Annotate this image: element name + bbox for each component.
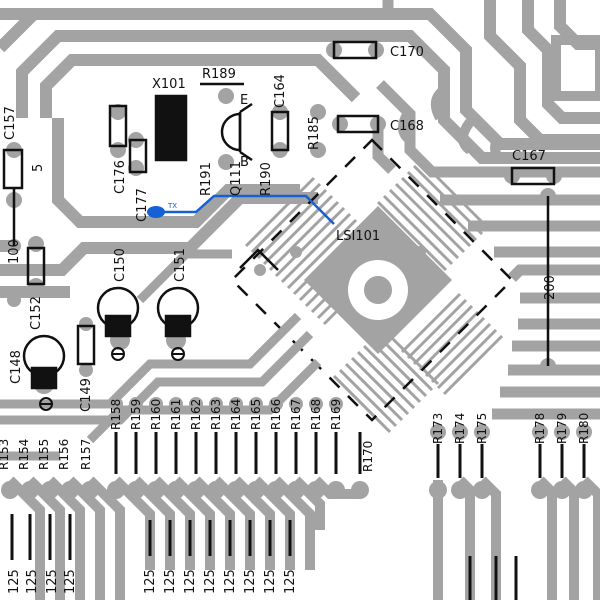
label-c152: C152 bbox=[29, 296, 44, 330]
label-c148: C148 bbox=[9, 350, 24, 384]
label-lsi101: LSI101 bbox=[336, 229, 380, 244]
label-r157: R157 bbox=[79, 439, 93, 470]
label-r167: R167 bbox=[289, 399, 303, 430]
label-c170: C170 bbox=[390, 45, 424, 60]
label-r190: R190 bbox=[259, 162, 274, 196]
label-r169: R169 bbox=[329, 399, 343, 430]
label-c176: C176 bbox=[113, 160, 128, 194]
marking-125: 125 bbox=[63, 569, 78, 594]
label-r165: R165 bbox=[249, 399, 263, 430]
marking-200: 200 bbox=[543, 275, 558, 300]
marking-125: 125 bbox=[143, 569, 158, 594]
label-c168: C168 bbox=[390, 119, 424, 134]
marking-125: 125 bbox=[45, 569, 60, 594]
label-r173: R173 bbox=[431, 413, 445, 444]
label-c149: C149 bbox=[79, 378, 94, 412]
label-c167: C167 bbox=[512, 149, 546, 164]
labels: C170 C168 C167 X101 R189 E B LSI101 C157… bbox=[0, 45, 591, 594]
marking-125: 125 bbox=[263, 569, 278, 594]
label-r160: R160 bbox=[149, 399, 163, 430]
label-r178: R178 bbox=[533, 413, 547, 444]
label-r156: R156 bbox=[57, 439, 71, 470]
label-r162: R162 bbox=[189, 399, 203, 430]
label-r163: R163 bbox=[209, 399, 223, 430]
label-c177: C177 bbox=[135, 188, 150, 222]
label-r158: R158 bbox=[109, 399, 123, 430]
label-r168: R168 bbox=[309, 399, 323, 430]
label-r179: R179 bbox=[555, 413, 569, 444]
ic-fanout bbox=[230, 138, 514, 434]
label-r154: R154 bbox=[17, 439, 31, 470]
label-r153: R153 bbox=[0, 439, 11, 470]
label-b: B bbox=[240, 155, 249, 170]
label-r155: R155 bbox=[37, 439, 51, 470]
label-r166: R166 bbox=[269, 399, 283, 430]
right-side-traces bbox=[372, 0, 600, 420]
marking-125: 125 bbox=[7, 569, 22, 594]
label-r174: R174 bbox=[453, 413, 467, 444]
lower-left-traces bbox=[0, 249, 322, 461]
label-r180: R180 bbox=[577, 413, 591, 444]
marking-125: 125 bbox=[25, 569, 40, 594]
label-r191: R191 bbox=[199, 162, 214, 196]
label-q111: Q111 bbox=[229, 161, 244, 196]
label-c157: C157 bbox=[3, 106, 18, 140]
label-c150: C150 bbox=[113, 248, 128, 282]
marking-125: 125 bbox=[283, 569, 298, 594]
marking-5: 5 bbox=[31, 164, 46, 172]
label-r185: R185 bbox=[307, 116, 322, 150]
marking-125: 125 bbox=[163, 569, 178, 594]
tx-label: TX bbox=[167, 202, 177, 210]
label-r161: R161 bbox=[169, 399, 183, 430]
label-c151: C151 bbox=[173, 248, 188, 282]
marking-100: 100 bbox=[7, 239, 22, 264]
label-r159: R159 bbox=[129, 399, 143, 430]
marking-125: 125 bbox=[223, 569, 238, 594]
marking-125: 125 bbox=[183, 569, 198, 594]
marking-125: 125 bbox=[243, 569, 258, 594]
label-r175: R175 bbox=[475, 413, 489, 444]
tx-signal-trace: TX bbox=[147, 194, 335, 225]
label-r164: R164 bbox=[229, 399, 243, 430]
label-c164: C164 bbox=[273, 74, 288, 108]
label-r170: R170 bbox=[361, 441, 375, 472]
silkscreen bbox=[2, 40, 586, 600]
label-x101: X101 bbox=[152, 77, 186, 92]
label-e: E bbox=[240, 93, 248, 108]
marking-125: 125 bbox=[203, 569, 218, 594]
label-r189: R189 bbox=[202, 67, 236, 82]
resistor-array-traces bbox=[6, 476, 600, 600]
